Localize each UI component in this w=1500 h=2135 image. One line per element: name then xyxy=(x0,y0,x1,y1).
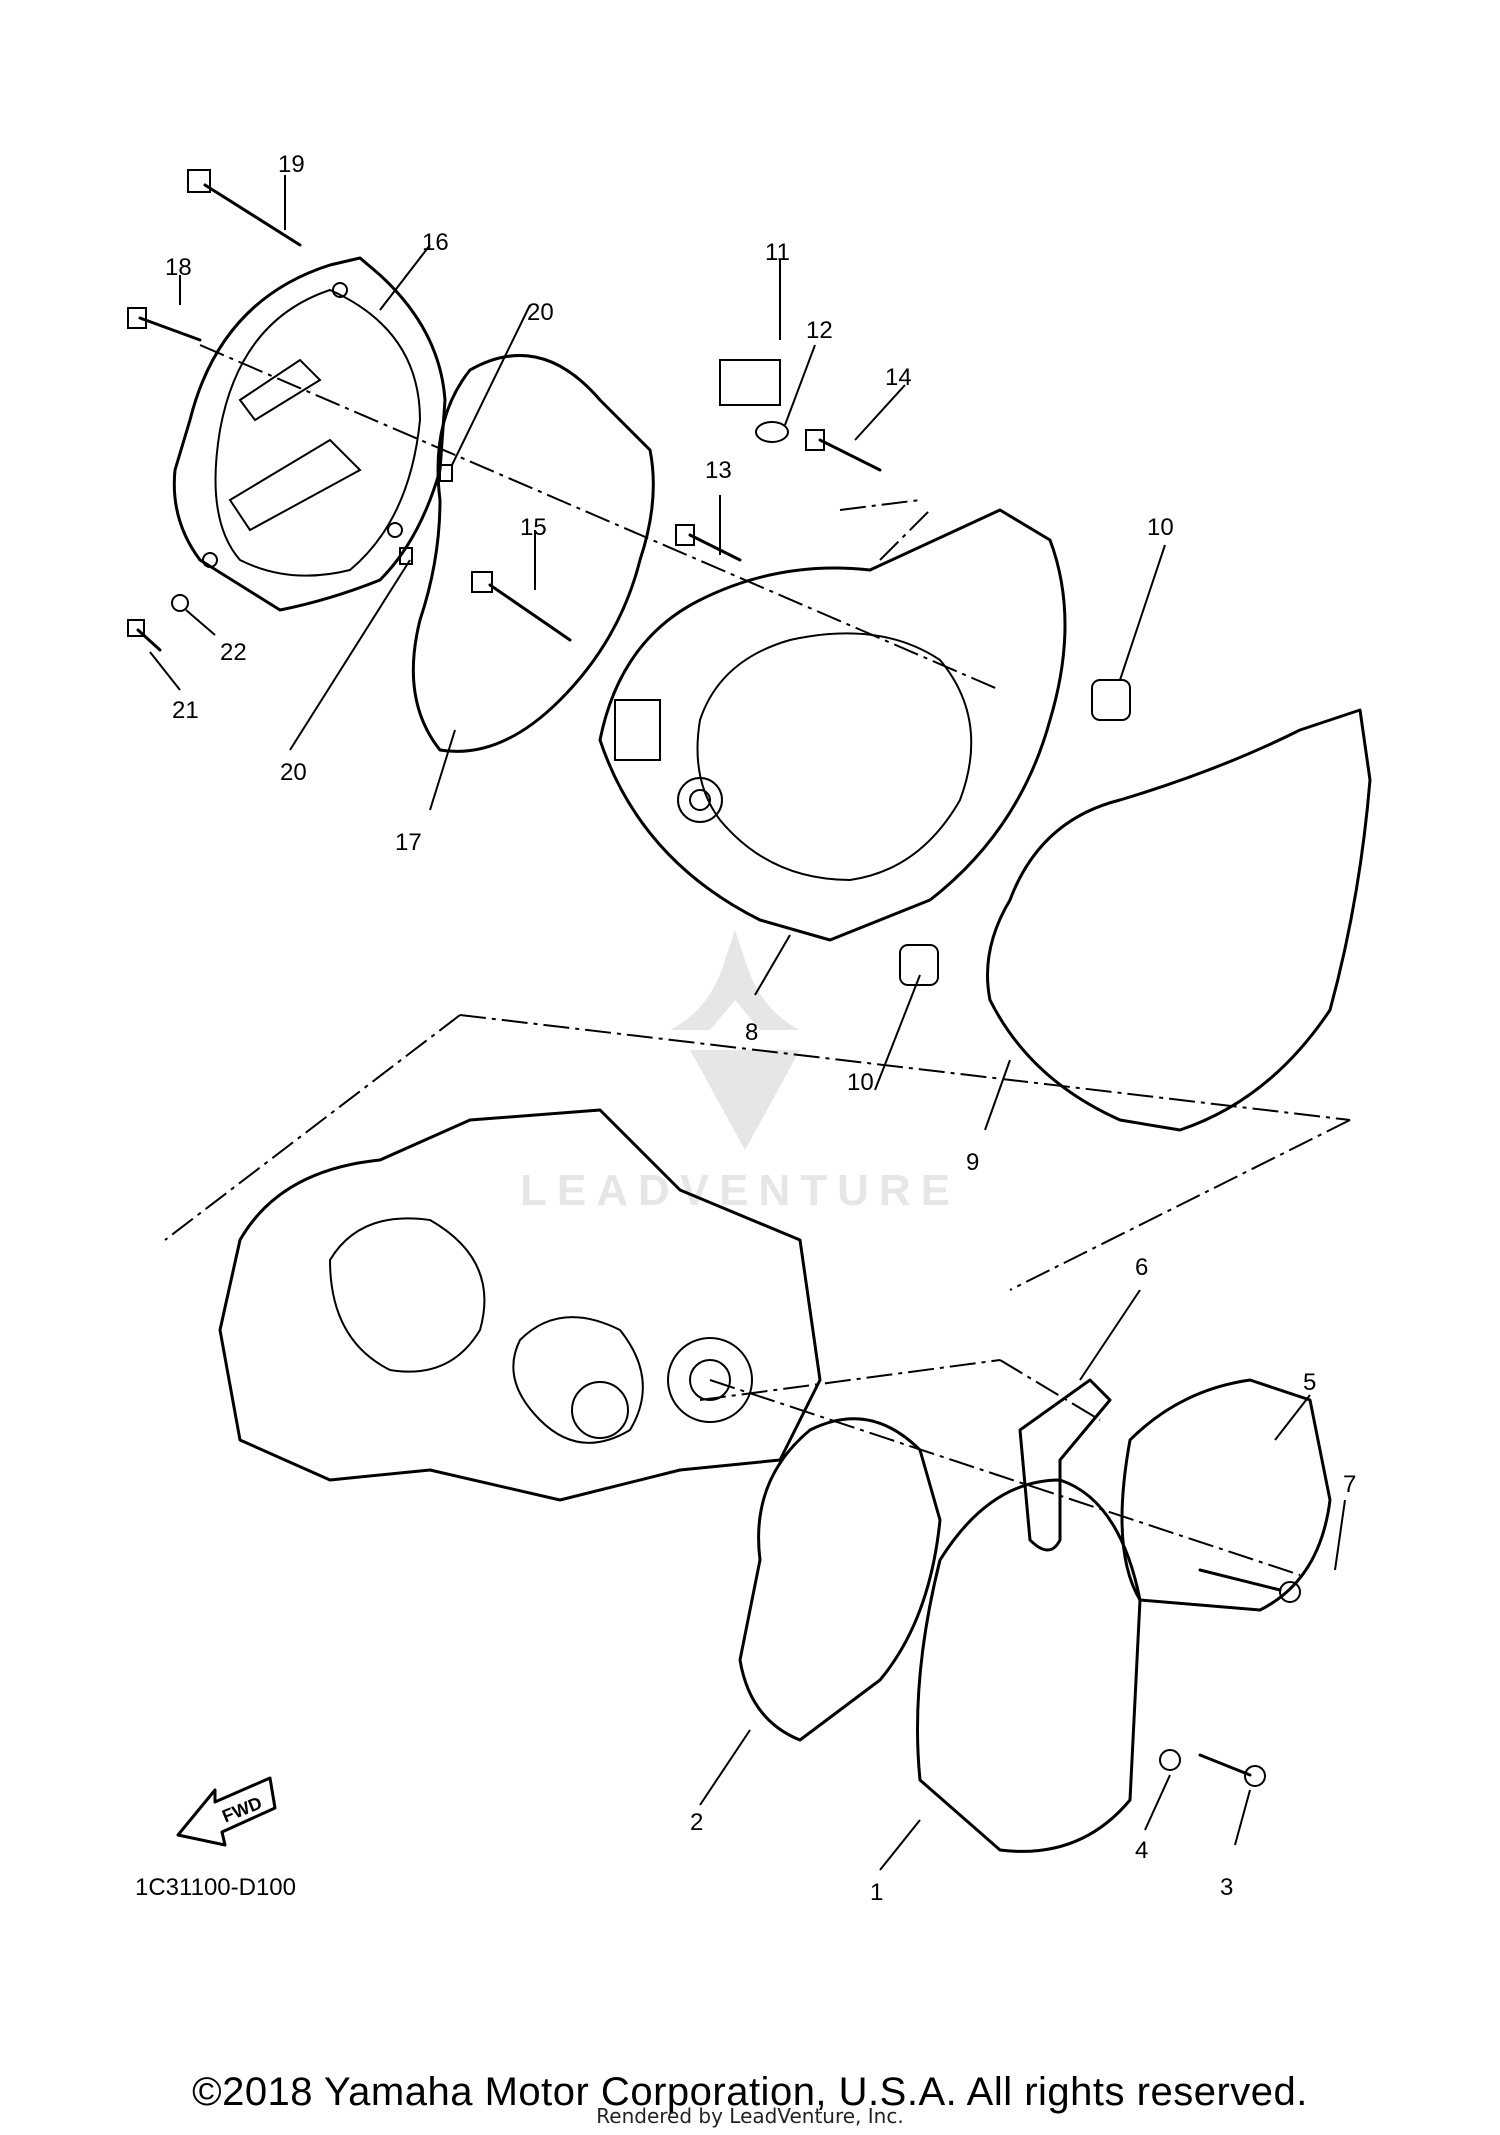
callout-10a: 10 xyxy=(1147,514,1174,541)
callout-2: 2 xyxy=(690,1809,703,1836)
crankcase xyxy=(218,1108,822,1502)
callout-7: 7 xyxy=(1343,1471,1356,1498)
callout-11: 11 xyxy=(765,239,790,266)
callout-3: 3 xyxy=(1220,1874,1233,1901)
callout-19: 19 xyxy=(278,151,305,178)
callout-15: 15 xyxy=(520,514,547,541)
callout-13: 13 xyxy=(705,457,732,484)
callout-22: 22 xyxy=(220,639,247,666)
forward-arrow-icon: FWD xyxy=(176,1776,277,1847)
gasket-2 xyxy=(738,1417,942,1742)
callout-17: 17 xyxy=(395,829,422,856)
fasteners xyxy=(127,169,1301,1787)
alignment-lines xyxy=(164,344,1351,1576)
callout-21: 21 xyxy=(172,697,199,724)
clutch-cover-8 xyxy=(598,508,1067,942)
watermark-text: LEADVENTURE xyxy=(520,1166,960,1215)
callout-20a: 20 xyxy=(527,299,554,326)
callout-labels: 1 2 3 4 5 6 7 8 9 10 10 11 12 13 14 15 1… xyxy=(165,151,1356,1906)
callout-5: 5 xyxy=(1303,1369,1316,1396)
callout-16: 16 xyxy=(422,229,449,256)
callout-20b: 20 xyxy=(280,759,307,786)
leadventure-watermark: LEADVENTURE xyxy=(520,930,960,1215)
callout-10b: 10 xyxy=(847,1069,874,1096)
bracket-6 xyxy=(1018,1378,1112,1552)
callout-14: 14 xyxy=(885,364,912,391)
gasket-9 xyxy=(986,708,1372,1132)
render-credit: Rendered by LeadVenture, Inc. xyxy=(596,2104,904,2128)
part-code: 1C31100-D100 xyxy=(135,1874,296,1901)
crankcase-cover-16 xyxy=(172,256,447,612)
callout-9: 9 xyxy=(966,1149,979,1176)
callout-8: 8 xyxy=(745,1019,758,1046)
leader-lines xyxy=(149,175,1346,1871)
cover-5 xyxy=(1120,1378,1332,1612)
callout-1: 1 xyxy=(870,1879,883,1906)
gasket-17 xyxy=(411,354,655,753)
callout-6: 6 xyxy=(1135,1254,1148,1281)
callout-4: 4 xyxy=(1135,1837,1148,1864)
copyright-notice: ©2018 Yamaha Motor Corporation, U.S.A. A… xyxy=(192,2070,1308,2114)
callout-12: 12 xyxy=(806,317,833,344)
callout-18: 18 xyxy=(165,254,192,281)
